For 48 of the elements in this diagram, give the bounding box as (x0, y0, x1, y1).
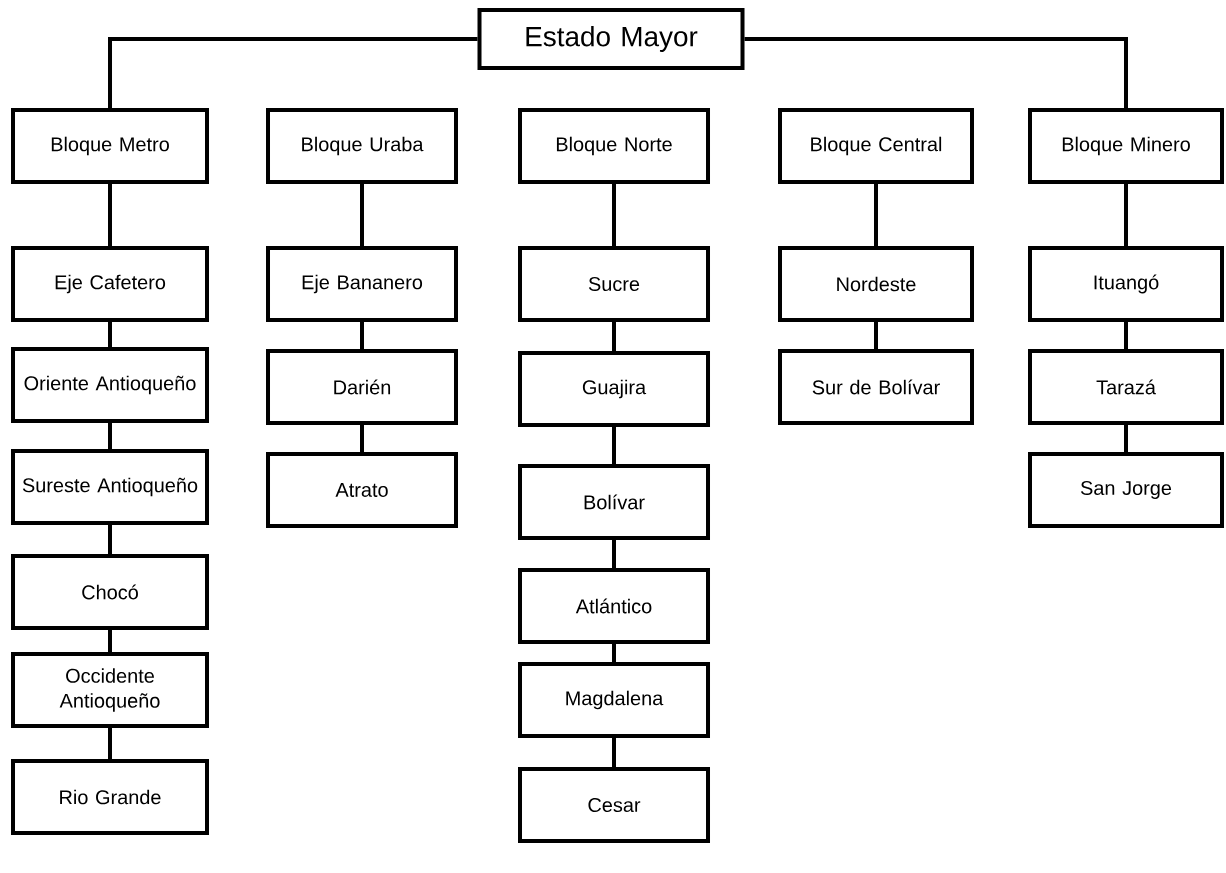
connector-line (612, 738, 616, 767)
connector-line (108, 423, 112, 449)
connector-line (108, 322, 112, 347)
connector-line (612, 184, 616, 246)
org-box: Bloque Norte (518, 108, 710, 184)
org-box: Darién (266, 349, 458, 425)
connector-line (108, 630, 112, 652)
org-box: Atrato (266, 452, 458, 528)
connector-line (744, 37, 1128, 108)
connector-line (360, 184, 364, 246)
org-box: Bloque Uraba (266, 108, 458, 184)
org-box: Guajira (518, 351, 710, 427)
connector-line (1124, 322, 1128, 349)
connector-line (612, 540, 616, 568)
org-box: Chocó (11, 554, 209, 630)
org-box: San Jorge (1028, 452, 1224, 528)
connector-line (1124, 184, 1128, 246)
connector-line (108, 525, 112, 554)
org-box: Atlántico (518, 568, 710, 644)
org-box: Bloque Metro (11, 108, 209, 184)
org-box: Bloque Minero (1028, 108, 1224, 184)
org-box: Oriente Antioqueño (11, 347, 209, 423)
org-box: Bolívar (518, 464, 710, 540)
org-box: Occidente Antioqueño (11, 652, 209, 728)
connector-line (612, 644, 616, 662)
connector-line (360, 322, 364, 349)
connector-line (874, 184, 878, 246)
connector-line (612, 427, 616, 464)
org-box: Eje Cafetero (11, 246, 209, 322)
org-box: Bloque Central (778, 108, 974, 184)
connector-line (360, 425, 364, 452)
org-box: Sur de Bolívar (778, 349, 974, 425)
org-box: Sureste Antioqueño (11, 449, 209, 525)
title-box: Estado Mayor (477, 8, 745, 70)
connector-line (108, 37, 478, 108)
org-box: Eje Bananero (266, 246, 458, 322)
org-box: Tarazá (1028, 349, 1224, 425)
org-box: Cesar (518, 767, 710, 843)
org-box: Ituangó (1028, 246, 1224, 322)
org-box: Nordeste (778, 246, 974, 322)
connector-line (874, 322, 878, 349)
connector-line (108, 728, 112, 759)
connector-line (1124, 425, 1128, 452)
org-box: Magdalena (518, 662, 710, 738)
org-box: Rio Grande (11, 759, 209, 835)
org-box: Sucre (518, 246, 710, 322)
connector-line (612, 322, 616, 351)
connector-line (108, 184, 112, 246)
